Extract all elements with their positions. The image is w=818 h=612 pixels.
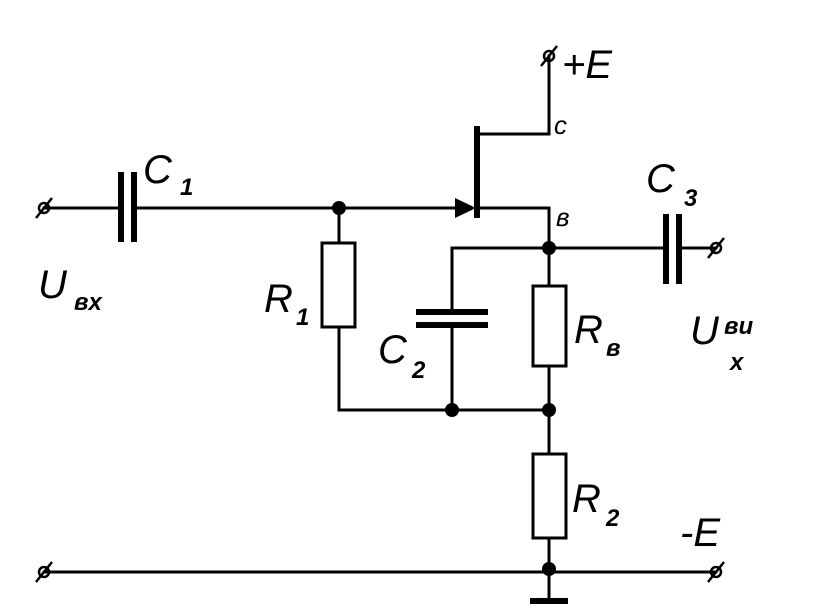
label-r2: R [572,477,601,521]
label-u-out-sub2: х [728,349,745,376]
label-c1-sub: 1 [180,174,193,201]
label-r1: R [264,277,293,321]
label-u-in: U [38,263,68,307]
label-collector: c [554,110,567,140]
label-u-out: U [690,309,720,353]
resistor-rb [531,284,568,368]
label-u-in-sub: вх [74,289,103,316]
label-plus-e: +E [562,43,613,87]
terminal-ground-right [707,561,725,583]
label-r2-sub: 2 [605,505,620,532]
terminal-output [707,237,725,259]
label-rb-sub: в [606,335,621,362]
label-r1-sub: 1 [296,304,309,331]
terminal-input [35,197,53,219]
resistor-r2 [531,452,568,540]
terminal-supply [540,45,558,67]
label-c3: C [646,157,676,201]
resistor-r1 [320,241,357,329]
label-c2-sub: 2 [411,357,426,384]
terminal-ground-left [35,561,53,583]
junction-emitter [542,241,556,255]
junction-base [332,201,346,215]
label-rb: R [574,308,603,352]
label-c1: C [143,148,173,192]
junction-c2-bottom [445,403,459,417]
junction-ground [542,562,556,576]
label-base: в [556,202,570,232]
label-minus-e: -E [680,511,721,555]
base-arrow [455,198,476,218]
label-c2: C [378,328,408,372]
label-c3-sub: 3 [684,185,698,212]
junction-rb-bottom [542,403,556,417]
label-u-out-sub: ви [724,313,753,340]
